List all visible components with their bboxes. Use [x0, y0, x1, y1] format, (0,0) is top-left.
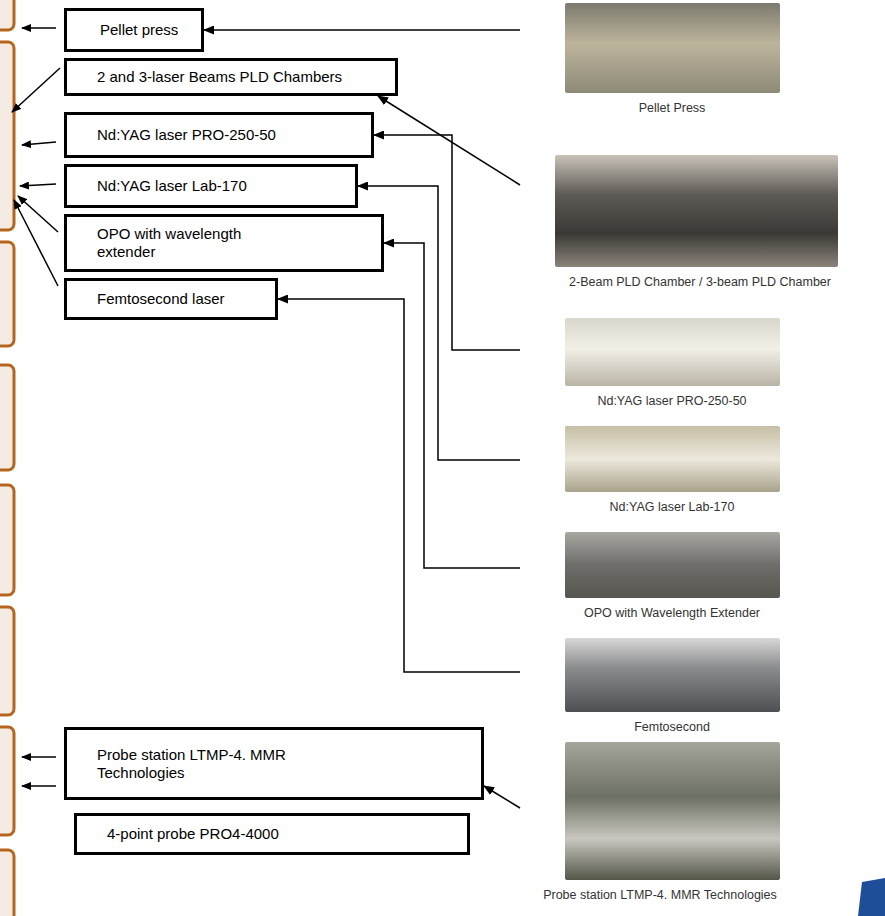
box-label: 4-point probe PRO4-4000 [107, 825, 279, 843]
photo-figure: Pellet Press [520, 3, 824, 116]
leader-arrow [14, 200, 58, 286]
box-label: OPO with wavelength extender [97, 225, 262, 261]
box-text-group: 2 and 3-laser Beams PLD Chambers [97, 68, 342, 86]
equipment-box: Nd:YAG laser Lab-170 [64, 164, 358, 208]
leader-arrow [12, 68, 60, 112]
photo-caption: Probe station LTMP-4. MMR Technologies [520, 888, 800, 903]
photo-figure: Probe station LTMP-4. MMR Technologies [520, 742, 800, 903]
equipment-box: Femtosecond laser [64, 278, 278, 320]
leader-arrow [22, 27, 56, 29]
equipment-photo [555, 155, 838, 267]
box-text-group: Femtosecond laser [97, 290, 225, 308]
leader-arrow [20, 184, 56, 186]
photo-caption: Femtosecond [520, 720, 824, 735]
equipment-photo [565, 3, 780, 93]
photo-figure: 2-Beam PLD Chamber / 3-beam PLD Chamber [520, 155, 880, 290]
photo-figure: Nd:YAG laser PRO-250-50 [520, 318, 824, 409]
equipment-photo [565, 426, 780, 492]
photo-figure: OPO with Wavelength Extender [520, 532, 824, 621]
side-tab [0, 0, 14, 30]
box-text-group: Nd:YAG laser PRO-250-50 [97, 126, 276, 144]
logo-fragment [858, 878, 885, 916]
connector-arrow [204, 29, 520, 31]
equipment-box: Probe station LTMP-4. MMR Technologies [64, 727, 484, 800]
connector-arrow [378, 96, 520, 185]
equipment-box: 4-point probe PRO4-4000 [74, 813, 470, 855]
box-label: Nd:YAG laser PRO-250-50 [97, 126, 276, 144]
leader-arrow [22, 142, 56, 145]
side-tab [0, 365, 14, 470]
equipment-photo [565, 742, 780, 880]
box-text-group: 4-point probe PRO4-4000 [107, 825, 279, 843]
connector-arrow [278, 299, 520, 672]
box-label: 2 and 3-laser Beams PLD Chambers [97, 68, 342, 86]
equipment-box: Pellet press [64, 8, 204, 52]
side-tab [0, 242, 14, 346]
side-tab [0, 850, 14, 916]
leader-arrow [18, 196, 58, 232]
equipment-box: 2 and 3-laser Beams PLD Chambers [64, 58, 398, 96]
photo-caption: Pellet Press [520, 101, 824, 116]
equipment-box: OPO with wavelength extender [64, 214, 384, 272]
photo-caption: Nd:YAG laser Lab-170 [520, 500, 824, 515]
leader-arrow [22, 756, 56, 758]
box-label: Probe station LTMP-4. MMR Technologies [97, 746, 367, 782]
equipment-photo [565, 318, 780, 386]
side-tab [0, 42, 14, 230]
leader-arrow [22, 785, 56, 787]
box-text-group: OPO with wavelength extender [97, 225, 262, 261]
box-text-group: Probe station LTMP-4. MMR Technologies [97, 746, 367, 782]
equipment-photo [565, 638, 780, 712]
box-label: Nd:YAG laser Lab-170 [97, 177, 247, 195]
side-tab [0, 727, 14, 835]
box-label: Femtosecond laser [97, 290, 225, 308]
connector-arrow [484, 786, 520, 808]
photo-figure: Nd:YAG laser Lab-170 [520, 426, 824, 515]
box-text-group: Nd:YAG laser Lab-170 [97, 177, 247, 195]
box-label: Pellet press [100, 21, 178, 39]
equipment-photo [565, 532, 780, 598]
side-tab [0, 607, 14, 715]
photo-figure: Femtosecond [520, 638, 824, 735]
box-text-group: Pellet press [100, 21, 178, 39]
side-tab [0, 485, 14, 595]
equipment-box: Nd:YAG laser PRO-250-50 [64, 112, 374, 158]
photo-caption: Nd:YAG laser PRO-250-50 [520, 394, 824, 409]
photo-caption: 2-Beam PLD Chamber / 3-beam PLD Chamber [520, 275, 880, 290]
photo-caption: OPO with Wavelength Extender [520, 606, 824, 621]
